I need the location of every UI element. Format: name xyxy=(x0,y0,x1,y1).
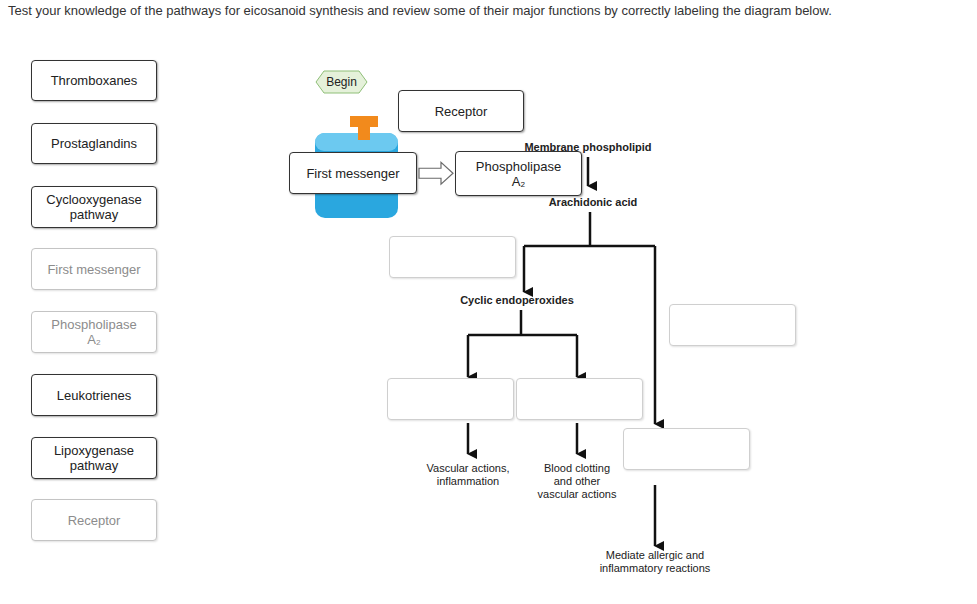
node-text: Prostaglandins xyxy=(51,136,137,151)
placed-label: Phospholipase A₂ xyxy=(455,151,582,196)
pathway-lines xyxy=(468,157,655,546)
compound-label: Cyclic endoperoxides xyxy=(437,294,597,307)
node-text: Phospholipase A₂ xyxy=(473,159,565,189)
used-answer-label: Receptor xyxy=(31,499,157,541)
node-text: Phospholipase A₂ xyxy=(48,317,140,347)
placed-label: Receptor xyxy=(398,90,524,132)
answer-label: Leukotrienes xyxy=(31,374,157,416)
compound-label: Arachidonic acid xyxy=(513,196,673,209)
compound-label: Membrane phospholipid xyxy=(488,141,688,154)
node-text: First messenger xyxy=(306,166,399,181)
node-text: Lipoxygenase pathway xyxy=(32,443,156,473)
function-label: Vascular actions, inflammation xyxy=(422,462,514,488)
node-text: Leukotrienes xyxy=(57,388,131,403)
empty-drop-zone xyxy=(516,378,643,420)
empty-drop-zone xyxy=(669,304,796,346)
answer-label: Cyclooxygenase pathway xyxy=(31,186,157,228)
answer-label: Prostaglandins xyxy=(31,123,157,164)
placed-label: First messenger xyxy=(289,152,417,194)
used-answer-label: Phospholipase A₂ xyxy=(31,311,157,353)
used-answer-label: First messenger xyxy=(31,248,157,290)
empty-drop-zone xyxy=(623,428,750,470)
node-text: Receptor xyxy=(68,513,121,528)
empty-drop-zone xyxy=(387,378,514,420)
block-arrow xyxy=(419,162,453,184)
begin-tag: Begin xyxy=(315,70,368,94)
answer-label: Lipoxygenase pathway xyxy=(31,437,157,479)
tag-shape xyxy=(316,71,367,93)
node-text: Cyclooxygenase pathway xyxy=(32,192,156,222)
node-text: First messenger xyxy=(47,262,140,277)
empty-drop-zone xyxy=(389,236,516,278)
function-label: Blood clotting and other vascular action… xyxy=(534,462,620,501)
function-label: Mediate allergic and inflammatory reacti… xyxy=(592,549,718,575)
node-text: Thromboxanes xyxy=(51,73,138,88)
page-title: Test your knowledge of the pathways for … xyxy=(8,3,832,18)
node-text: Begin xyxy=(326,75,357,89)
node-text: Receptor xyxy=(435,104,488,119)
answer-label: Thromboxanes xyxy=(31,60,157,101)
